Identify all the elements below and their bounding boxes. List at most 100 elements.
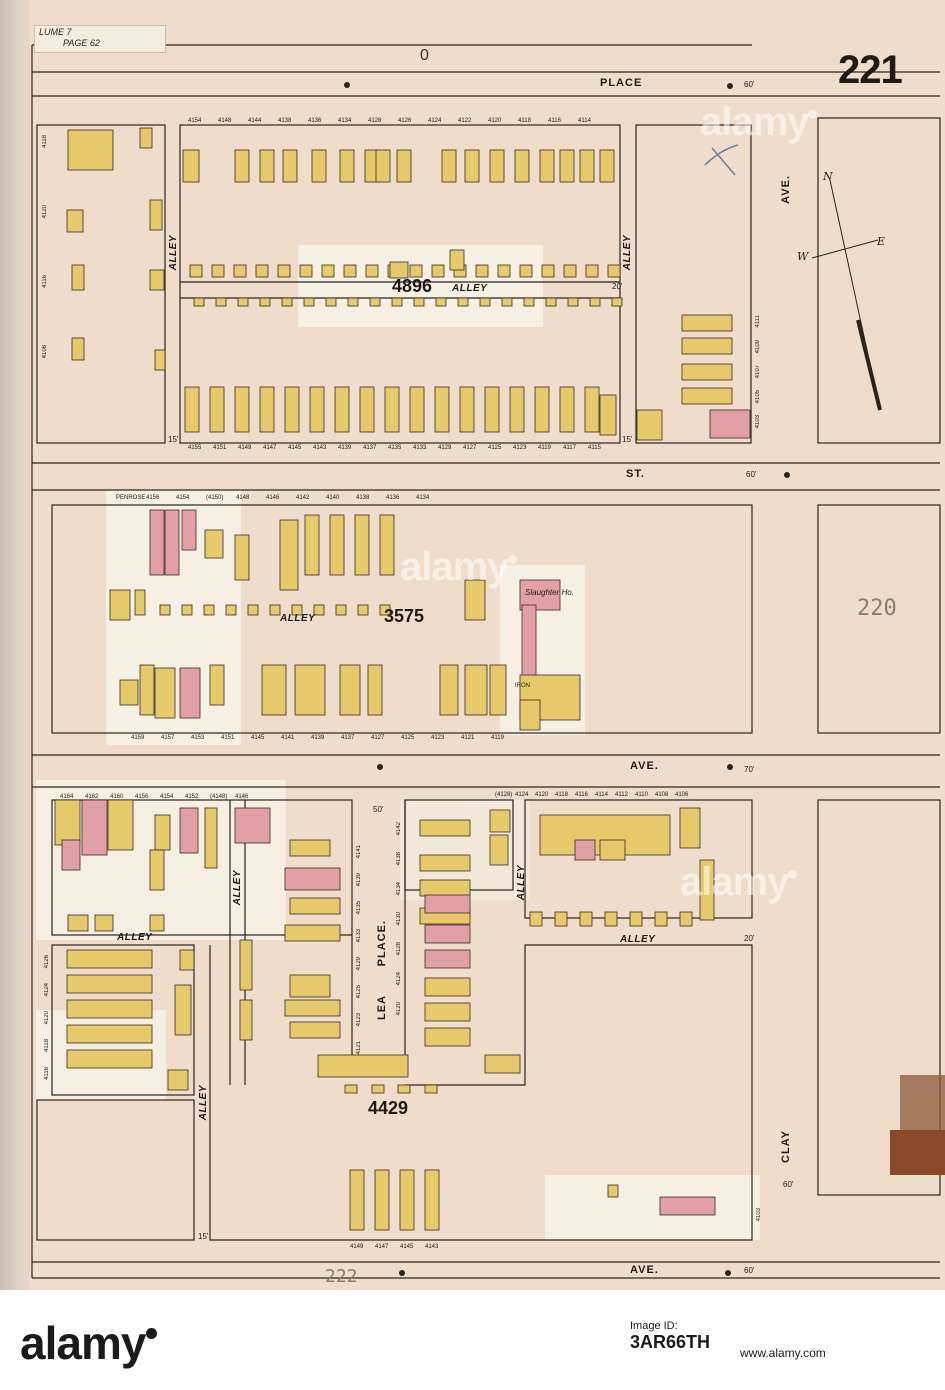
building: [604, 911, 618, 927]
building: [475, 264, 489, 278]
building: [424, 924, 471, 944]
building: [344, 1084, 358, 1094]
house-number: 4121: [461, 735, 475, 741]
hydrant-marker: [377, 764, 383, 770]
house-number: 4151: [221, 735, 235, 741]
house-number: 4124: [515, 792, 529, 798]
street-lea: LEA: [376, 995, 388, 1020]
house-number: 4120: [535, 792, 549, 798]
building: [654, 911, 668, 927]
building: [66, 999, 153, 1019]
building: [659, 1196, 716, 1216]
building: [239, 939, 253, 991]
building: [94, 914, 114, 932]
building: [149, 849, 165, 891]
house-number: 4122: [458, 118, 472, 124]
house-number: 4119: [538, 445, 551, 451]
width-lea: 50': [373, 805, 384, 814]
tape-patch: [545, 1175, 760, 1240]
house-number: 4112: [615, 792, 628, 798]
site-url: www.alamy.com: [740, 1346, 826, 1360]
house-number: 4125: [488, 445, 502, 451]
building: [679, 807, 701, 849]
building: [259, 149, 275, 183]
building: [365, 264, 379, 278]
building: [154, 349, 166, 371]
building: [184, 386, 200, 433]
building: [159, 604, 171, 616]
house-number: 4120: [396, 1002, 402, 1016]
block-south-west: [51, 799, 353, 936]
compass-w: W: [797, 250, 809, 263]
building: [284, 924, 341, 942]
house-number: 4146: [266, 495, 280, 501]
house-number: 4123: [356, 1013, 362, 1027]
building: [397, 1084, 411, 1094]
house-number: 4121: [356, 1041, 362, 1055]
house-number: 4118: [555, 792, 568, 798]
hydrant-marker: [727, 83, 733, 89]
width-ave-bottom: 60': [744, 1266, 755, 1275]
building: [289, 897, 341, 915]
alamy-logo: alamy: [20, 1316, 158, 1370]
house-number: 4154: [188, 118, 202, 124]
alley-north-west: ALLEY: [168, 235, 179, 271]
building: [519, 699, 541, 731]
house-number: 4136: [308, 118, 322, 124]
volume-text: LUME 7: [39, 27, 72, 37]
house-number: 4116: [44, 1067, 50, 1080]
building: [396, 149, 412, 183]
alley-south-lower: ALLEY: [198, 1085, 209, 1121]
building: [457, 297, 469, 307]
building: [439, 664, 459, 716]
house-number: 4142: [296, 495, 310, 501]
building: [424, 1084, 438, 1094]
house-number: 4110: [635, 792, 648, 798]
watermark: alamy: [700, 100, 818, 145]
building: [261, 664, 287, 716]
house-number: 4129: [356, 957, 362, 971]
house-number: (4128): [495, 792, 513, 798]
building: [203, 604, 215, 616]
building: [681, 314, 733, 332]
building: [343, 264, 357, 278]
building: [514, 149, 530, 183]
building: [234, 534, 250, 581]
building: [339, 664, 361, 716]
building: [413, 297, 425, 307]
building: [449, 249, 465, 271]
building: [149, 269, 165, 291]
block-number-south: 4429: [368, 1098, 409, 1118]
building: [607, 1184, 619, 1198]
building: [479, 297, 491, 307]
building: [579, 149, 595, 183]
building: [534, 386, 550, 433]
building: [371, 1084, 385, 1094]
house-number: PENROSE: [116, 495, 146, 501]
compass-e: E: [877, 235, 886, 248]
hydrant-marker: [727, 764, 733, 770]
building: [424, 1027, 471, 1047]
building: [424, 949, 471, 969]
building: [66, 1024, 153, 1044]
house-number: 4137: [341, 735, 355, 741]
house-number: 4138: [396, 852, 402, 866]
alley-south-east-vert: ALLEY: [516, 865, 527, 901]
building: [424, 894, 471, 914]
house-number: 4135: [388, 445, 402, 451]
building: [67, 914, 89, 932]
house-number: 4155: [188, 445, 202, 451]
width-alley-b: 15': [168, 435, 179, 444]
alley-north: ALLEY: [452, 283, 488, 294]
building: [284, 386, 300, 433]
house-number: 4123: [513, 445, 527, 451]
building: [539, 149, 555, 183]
building: [154, 814, 171, 851]
building: [579, 911, 593, 927]
edge-stain: [900, 1075, 945, 1140]
house-number: 4136: [386, 495, 400, 501]
building: [599, 149, 615, 183]
building: [81, 799, 108, 856]
building: [311, 149, 327, 183]
house-number: 4128: [396, 942, 402, 956]
